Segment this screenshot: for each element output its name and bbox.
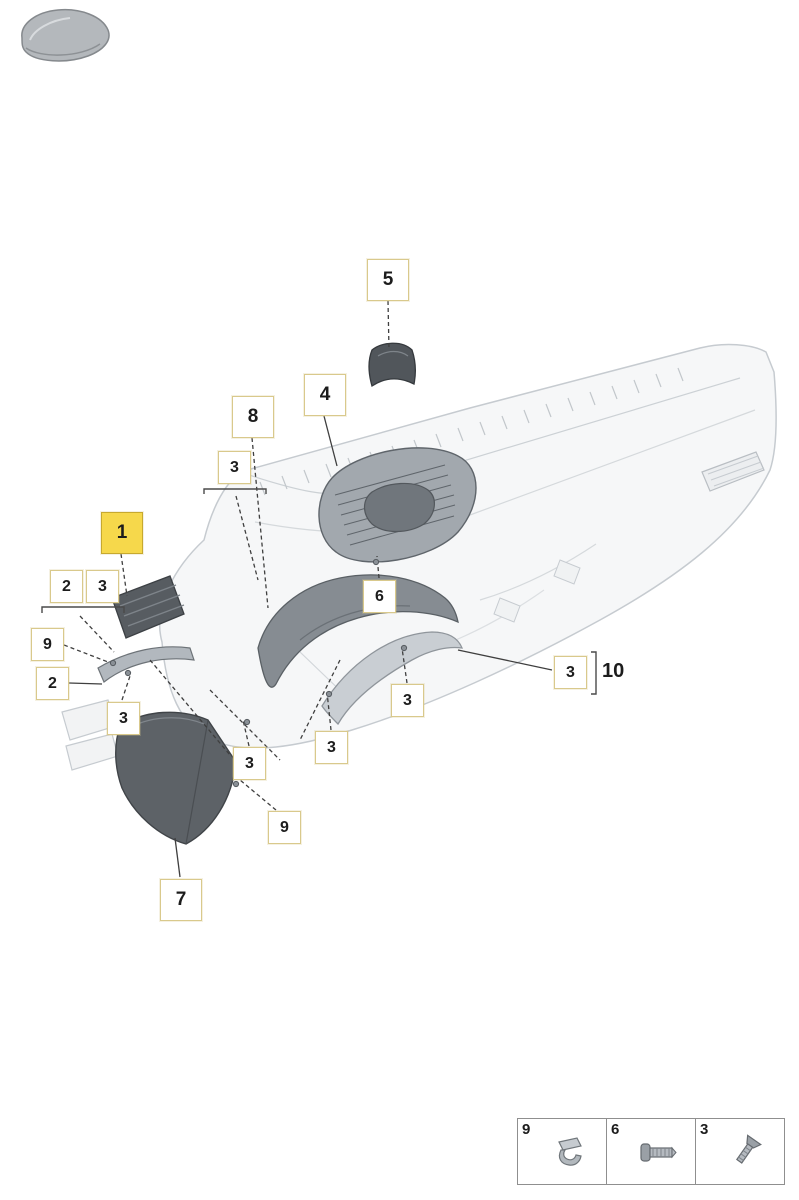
callout-6[interactable]: 6 [363,580,396,613]
grouping-brackets [41,488,597,695]
callout-2-b[interactable]: 2 [36,667,69,700]
legend-label-3: 3 [700,1121,709,1138]
countersunk-screw-icon [736,1133,762,1164]
trim-strip-part-2 [97,646,195,683]
side-panel-part-7 [115,711,237,845]
instrument-trim-part-8 [257,574,459,688]
detached-part-thumbnail [21,8,110,62]
pan-head-screw-icon [640,1142,677,1162]
legend-item-screw[interactable]: 6 [607,1119,696,1184]
cover-part-5 [368,342,416,388]
speaker-grille-part-4 [318,447,477,563]
leader-lines [63,300,553,878]
legend-item-clip[interactable]: 9 [518,1119,607,1184]
legend-label-6: 6 [611,1121,620,1138]
fastener-dots [109,558,408,788]
callout-2-a[interactable]: 2 [50,570,83,603]
callout-9-a[interactable]: 9 [31,628,64,661]
retaining-clip-icon [558,1136,582,1166]
callout-3-f[interactable]: 3 [233,747,266,780]
support-frame-part-10 [321,631,464,726]
legend-item-countersunk-screw[interactable]: 3 [696,1119,784,1184]
callout-4[interactable]: 4 [304,374,346,416]
callout-7[interactable]: 7 [160,879,202,921]
callout-8[interactable]: 8 [232,396,274,438]
callout-3-d[interactable]: 3 [391,684,424,717]
legend-label-9: 9 [522,1121,531,1138]
callout-5[interactable]: 5 [367,259,409,301]
callout-9-b[interactable]: 9 [268,811,301,844]
hardware-legend: 9 6 3 [517,1118,785,1185]
callout-10[interactable]: 10 [602,660,625,682]
callout-3-a[interactable]: 3 [218,451,251,484]
air-vent-part-1 [111,575,185,639]
callout-3-b[interactable]: 3 [86,570,119,603]
callout-3-c[interactable]: 3 [107,702,140,735]
callout-1-highlighted[interactable]: 1 [101,512,143,554]
callout-3-e[interactable]: 3 [315,731,348,764]
callout-3-g[interactable]: 3 [554,656,587,689]
